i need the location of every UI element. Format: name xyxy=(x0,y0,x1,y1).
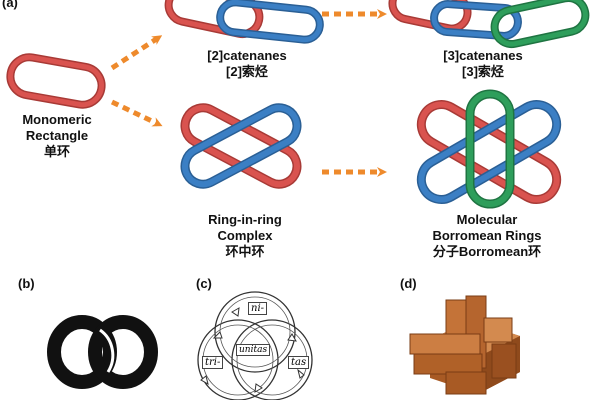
caption-3-catenanes: [3]catenanes [3]索烃 xyxy=(428,48,538,80)
wooden-burr-puzzle xyxy=(409,295,520,395)
caption-catenane3-line1: [3]catenanes xyxy=(443,48,523,63)
caption-monomer-line1: Monomeric xyxy=(22,112,92,127)
caption-catenane2-line2: [2]索烃 xyxy=(226,64,268,79)
caption-molecular-borromean-rings: Molecular Borromean Rings 分子Borromean环 xyxy=(412,212,562,260)
caption-monomer-line3: 单环 xyxy=(43,144,70,159)
caption-borromean-line2: Borromean Rings xyxy=(432,228,542,243)
caption-catenane2-line1: [2]catenanes xyxy=(207,48,287,63)
emblem-label-center: unitas xyxy=(236,344,271,356)
panel-label-a: (a) xyxy=(2,0,18,10)
caption-monomer-line2: Rectangle xyxy=(25,128,89,143)
arrow-to-catenane xyxy=(110,35,163,71)
caption-2-catenanes: [2]catenanes [2]索烃 xyxy=(192,48,302,80)
panel-label-d: (d) xyxy=(400,276,417,291)
panel-label-b: (b) xyxy=(18,276,35,291)
caption-borromean-line1: Molecular xyxy=(456,212,518,227)
catenane2-rings xyxy=(164,0,324,44)
caption-monomeric-rectangle: Monomeric Rectangle 单环 xyxy=(12,112,102,160)
catenane3-rings xyxy=(388,0,590,49)
caption-ring-in-ring-line1: Ring-in-ring xyxy=(208,212,282,227)
caption-ring-in-ring-line2: Complex xyxy=(217,228,273,243)
emblem-label-left: tri- xyxy=(202,356,224,369)
ring-in-ring-rings xyxy=(180,103,302,189)
arrow-to-ring-in-ring xyxy=(110,99,163,127)
hopf-link-black-rings xyxy=(47,315,158,389)
emblem-label-top: ni- xyxy=(248,302,268,315)
panel-label-c: (c) xyxy=(196,276,212,291)
caption-ring-in-ring-line3: 环中环 xyxy=(225,244,265,259)
caption-borromean-line3: 分子Borromean环 xyxy=(432,244,542,259)
caption-ring-in-ring-complex: Ring-in-ring Complex 环中环 xyxy=(190,212,300,260)
borromean-rings xyxy=(416,89,562,209)
caption-catenane3-line2: [3]索烃 xyxy=(462,64,504,79)
emblem-label-right: tas xyxy=(288,356,310,369)
monomer-red-ring xyxy=(6,53,106,109)
